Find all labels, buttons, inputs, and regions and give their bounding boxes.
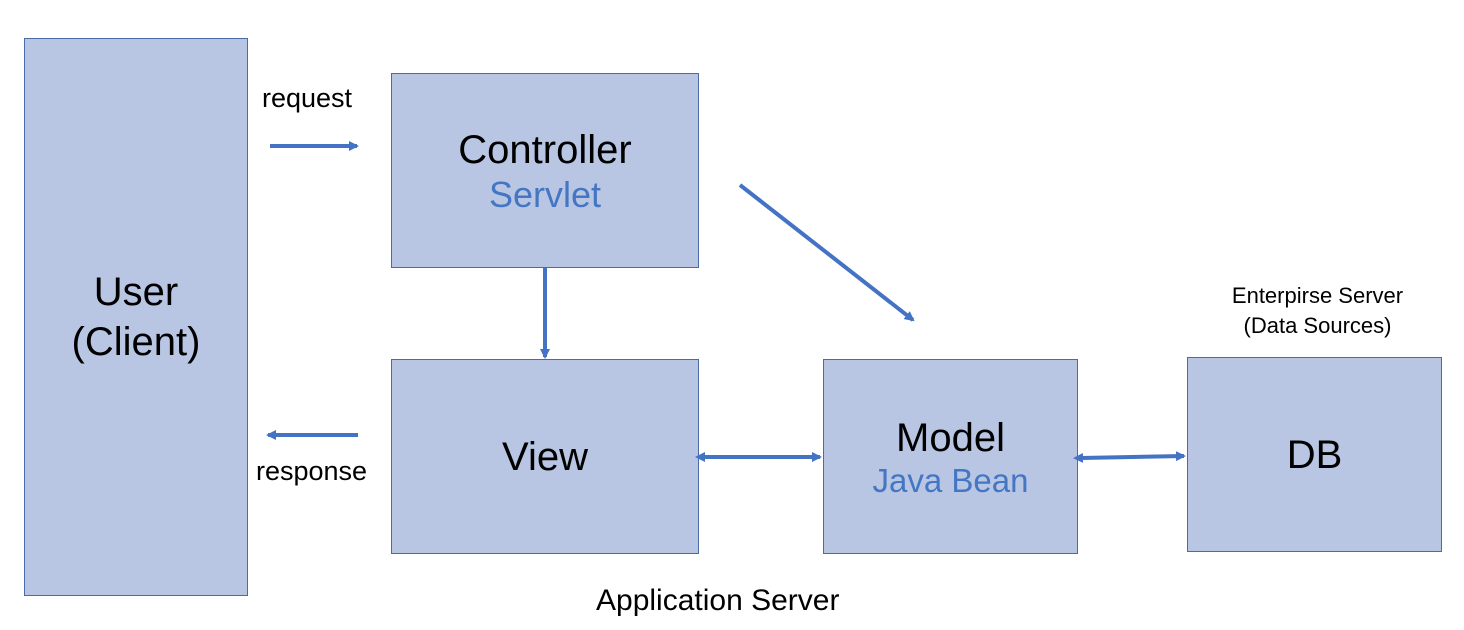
db-box: DB xyxy=(1187,357,1442,552)
controller-to-model-arrow xyxy=(738,183,915,322)
request-label: request xyxy=(262,83,353,113)
enterprise-server-label: Enterpirse Server (Data Sources) xyxy=(1190,281,1445,341)
user-label: User xyxy=(93,270,179,314)
enterprise-server-line2: (Data Sources) xyxy=(1243,313,1392,338)
model-box: Model Java Bean xyxy=(823,359,1078,554)
enterprise-server-line1: Enterpirse Server xyxy=(1231,283,1404,308)
controller-title: Controller xyxy=(458,127,632,172)
controller-box: Controller Servlet xyxy=(391,73,699,268)
db-title: DB xyxy=(1286,432,1343,477)
model-title: Model xyxy=(896,415,1005,460)
java-bean-subtitle: Java Bean xyxy=(872,461,1029,499)
model-db-arrow xyxy=(1073,451,1186,463)
response-label: response xyxy=(256,456,368,486)
application-server-label: Application Server xyxy=(596,584,840,617)
user-client-box: User (Client) xyxy=(24,38,248,596)
view-title: View xyxy=(502,434,588,479)
view-box: View xyxy=(391,359,699,554)
servlet-subtitle: Servlet xyxy=(488,173,602,215)
client-label: (Client) xyxy=(71,320,201,364)
